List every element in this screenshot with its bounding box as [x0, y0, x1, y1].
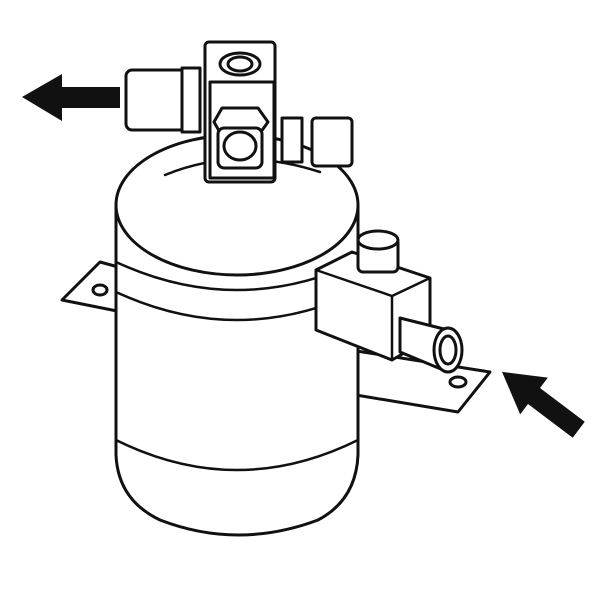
inlet-arrow [502, 371, 585, 438]
outlet-arrow [22, 74, 120, 121]
top-fitting [124, 40, 354, 184]
canister-body [114, 203, 360, 537]
canister-seam-lower [114, 438, 360, 472]
side-fitting [314, 229, 464, 374]
right-port-nut [310, 116, 354, 168]
mounting-bracket [60, 260, 492, 414]
outlet-collar [180, 66, 202, 134]
hex-fitting-face [222, 130, 258, 162]
sight-glass-inner [226, 55, 254, 73]
inlet-tube-bore [438, 334, 458, 366]
bracket-left-tab [60, 260, 124, 314]
canister [114, 133, 360, 537]
bracket-right-hole [448, 375, 468, 389]
outlet-nut [124, 68, 188, 132]
side-hex-cap [356, 229, 400, 251]
right-port-collar [280, 116, 304, 164]
bracket-left-hole [91, 283, 109, 297]
